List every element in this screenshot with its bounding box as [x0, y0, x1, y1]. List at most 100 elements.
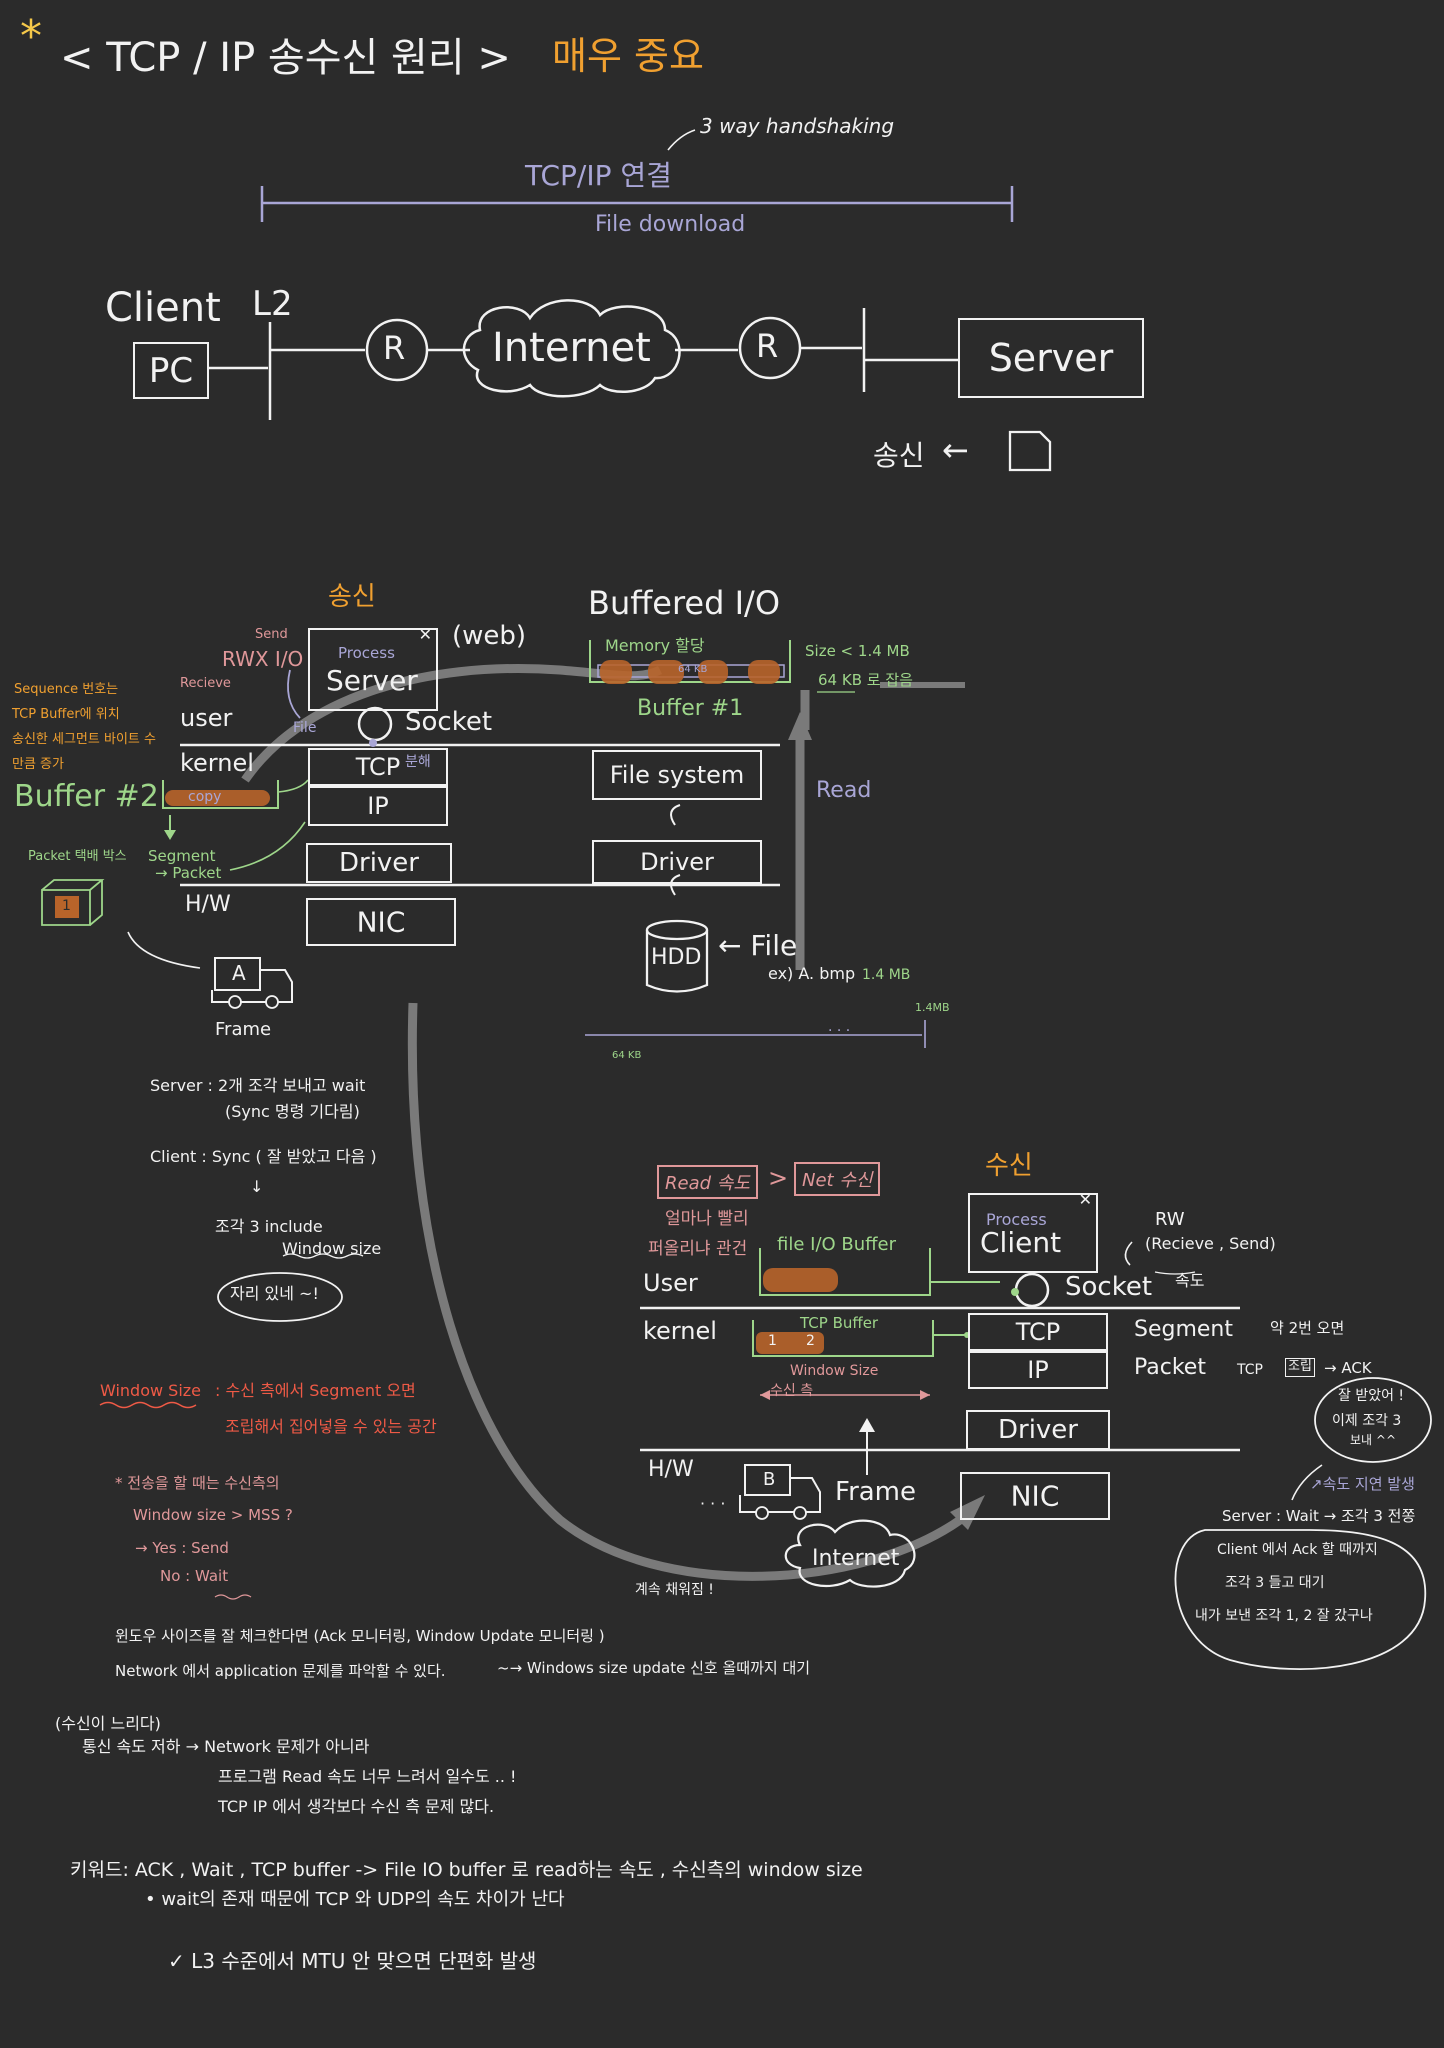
window-def-line2: 조립해서 집어넣을 수 있는 공간 [225, 1417, 437, 1436]
rule-no: No : Wait [160, 1567, 229, 1585]
receiver-ip-label: IP [1027, 1356, 1049, 1384]
sender-driver-box: Driver [306, 843, 452, 883]
wait-note-3: 조각 3 들고 대기 [1225, 1575, 1325, 1591]
packet-box-note: Packet 택배 박스 [28, 849, 127, 864]
truck-b-label: B [763, 1469, 776, 1490]
delay-note: ↗속도 지연 발생 [1310, 1475, 1415, 1493]
client-process-box: Process Client ✕ [968, 1190, 1098, 1273]
packet-note: → Packet [155, 864, 222, 882]
rw-sub: (Recieve , Send) [1145, 1234, 1276, 1253]
packet-ack: → ACK [1324, 1359, 1372, 1377]
size-note: Size < 1.4 MB [805, 642, 910, 660]
page-title: < TCP / IP 송수신 원리 > [60, 35, 511, 81]
buffer1-chunk [748, 660, 780, 684]
tcp-buffer-data [756, 1332, 824, 1354]
receiver-nic-box: NIC [960, 1472, 1110, 1520]
close-icon: ✕ [418, 625, 432, 644]
fs-driver-box: Driver [592, 840, 762, 884]
receiver-nic-label: NIC [1010, 1479, 1060, 1513]
seq-note-2: TCP Buffer에 위치 [12, 707, 120, 722]
receiver-driver-label: Driver [997, 1415, 1078, 1445]
file-system-box: File system [592, 750, 762, 800]
buffer1-chunk [698, 660, 728, 684]
example-file: ex) A. bmp [768, 964, 856, 983]
tcp-note: 분해 [405, 754, 431, 770]
window-def-line1: : 수신 측에서 Segment 오면 [215, 1381, 416, 1400]
segment-note: Segment [148, 847, 216, 865]
wait-note-2: Client 에서 Ack 할 때까지 [1217, 1542, 1378, 1558]
keep-filling-note: 계속 채워짐 ! [635, 1582, 714, 1598]
send-label: 송신 [873, 439, 925, 472]
slow-note-2: 통신 속도 저하 → Network 문제가 아니라 [82, 1737, 370, 1756]
segment-count-note: 약 2번 오면 [1270, 1319, 1345, 1337]
packet-label: Packet [1134, 1355, 1206, 1380]
sync-client: Client : Sync ( 잘 받았고 다음 ) [150, 1147, 377, 1166]
tcp-seg-1: 1 [768, 1333, 777, 1349]
wait-note-4: 내가 보낸 조각 1, 2 잘 갔구나 [1195, 1608, 1373, 1624]
sender-tcp-label: TCP [355, 753, 401, 781]
send-note: Send [255, 627, 288, 642]
router-left-label: R [383, 329, 406, 367]
rule-line2: Window size > MSS ? [133, 1506, 293, 1524]
keyword-sub: • wait의 존재 때문에 TCP 와 UDP의 속도 차이가 난다 [145, 1889, 565, 1910]
receiver-socket-label: Socket [1065, 1272, 1153, 1302]
sender-user-layer: user [180, 704, 233, 732]
slow-note-3: 프로그램 Read 속도 너무 느려서 일수도 .. ! [218, 1767, 517, 1786]
keyword-line: 키워드: ACK , Wait , TCP buffer -> File IO … [70, 1859, 863, 1881]
receiver-driver-box: Driver [966, 1410, 1110, 1450]
packet-asm: 조립 [1285, 1358, 1315, 1377]
file-arrow-label: ← File [718, 929, 798, 962]
receiver-tcp-box: TCP [968, 1313, 1108, 1351]
bottom-line-2b: ~→ Windows size update 신호 올때까지 대기 [497, 1659, 811, 1677]
scale-unit: 64 KB [612, 1050, 642, 1061]
speed-label: 속도 [1175, 1271, 1205, 1290]
bottom-line-1: 윈도우 사이즈를 잘 체크한다면 (Ack 모니터링, Window Updat… [115, 1627, 605, 1645]
file-io-buffer-data [763, 1268, 838, 1292]
seq-note-4: 만큼 증가 [12, 757, 64, 772]
handshake-note: 3 way handshaking [700, 114, 895, 138]
sender-socket-label: Socket [405, 707, 493, 737]
speed-note-1: 얼마나 빨리 [665, 1209, 749, 1229]
bottom-line-2: Network 에서 application 문제를 파악할 수 있다. [115, 1662, 446, 1680]
rwx-label: RWX I/O [222, 647, 304, 671]
receiver-title: 수신 [985, 1151, 1033, 1181]
file-note: File [293, 720, 317, 736]
copy-label: copy [188, 789, 222, 805]
ack-bubble-1: 잘 받았어 ! [1338, 1388, 1405, 1404]
download-label: File download [595, 212, 746, 237]
process-label: Process [338, 644, 395, 662]
sender-title: 송신 [328, 582, 376, 612]
server-box: Server [958, 318, 1144, 398]
slow-note-1: (수신이 느리다) [55, 1714, 161, 1733]
window-size-term: Window Size [100, 1381, 202, 1400]
net-recv-box: Net 수신 [794, 1162, 881, 1196]
sender-ip-box: IP [308, 786, 448, 826]
receiver-frame-label: Frame [835, 1477, 917, 1507]
sender-nic-label: NIC [356, 905, 406, 939]
buffered-io-title: Buffered I/O [588, 584, 780, 622]
ack-bubble-2: 이제 조각 3 [1332, 1413, 1402, 1429]
hdd-label: HDD [651, 945, 702, 970]
send-arrow: ← [942, 431, 969, 469]
sync-server-sub: (Sync 명령 기다림) [225, 1102, 360, 1121]
buffer1-chunk [600, 660, 632, 684]
sender-kernel-layer: kernel [180, 749, 254, 777]
sync-server: Server : 2개 조각 보내고 wait [150, 1076, 366, 1095]
receiver-ip-box: IP [968, 1351, 1108, 1389]
receiver-kernel-layer: kernel [643, 1317, 717, 1345]
process-server-label: Server [326, 664, 418, 697]
connection-label: TCP/IP 연결 [525, 159, 672, 192]
server-process-box: Process Server ✕ [308, 625, 438, 711]
packet-tcp: TCP [1237, 1362, 1263, 1378]
file-system-label: File system [609, 761, 745, 789]
rule-line1: * 전송을 할 때는 수신측의 [115, 1474, 280, 1492]
segment-label: Segment [1134, 1317, 1233, 1342]
sender-driver-label: Driver [338, 848, 419, 878]
scale-dots: · · · [828, 1023, 851, 1039]
rw-label: RW [1155, 1209, 1185, 1230]
rule-yes: → Yes : Send [135, 1539, 229, 1557]
file-io-buffer-label: file I/O Buffer [777, 1234, 897, 1255]
chunk-note: 64 KB [678, 664, 708, 675]
ack-bubble-3: 보내 ^^ [1350, 1433, 1397, 1447]
